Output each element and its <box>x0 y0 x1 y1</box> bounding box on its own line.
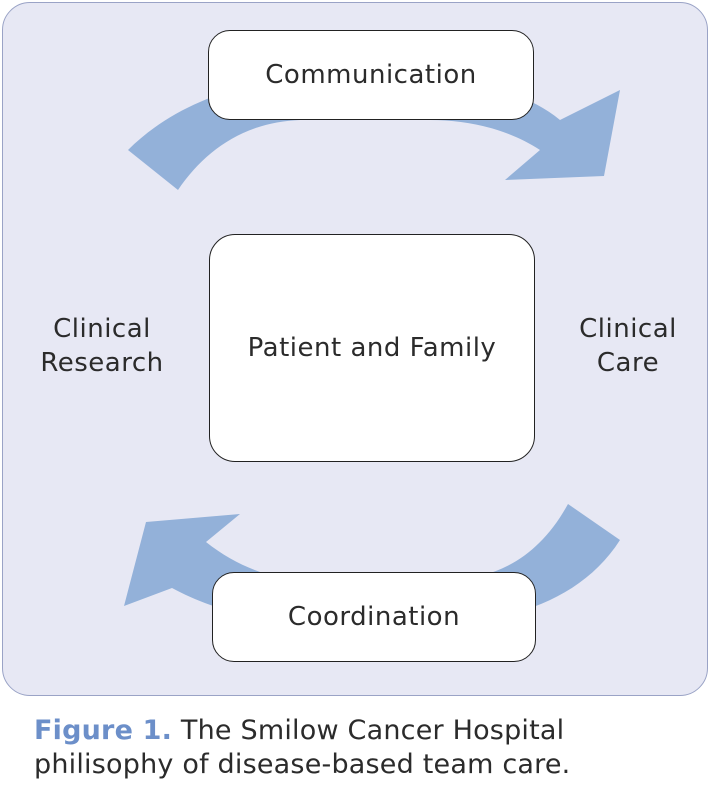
clinical-research-label: Clinical Research <box>40 314 164 378</box>
patient-family-box: Patient and Family <box>209 234 535 462</box>
figure-caption-text: The Smilow Cancer Hospital philisophy of… <box>34 715 571 780</box>
communication-box: Communication <box>208 30 534 120</box>
coordination-label: Coordination <box>287 602 461 632</box>
patient-family-label: Patient and Family <box>247 333 497 363</box>
figure-label: Figure 1. <box>34 715 173 746</box>
clinical-care-label: Clinical Care <box>579 314 677 378</box>
communication-label: Communication <box>265 60 477 90</box>
coordination-box: Coordination <box>212 572 536 662</box>
figure-caption: Figure 1. The Smilow Cancer Hospital phi… <box>34 714 694 782</box>
